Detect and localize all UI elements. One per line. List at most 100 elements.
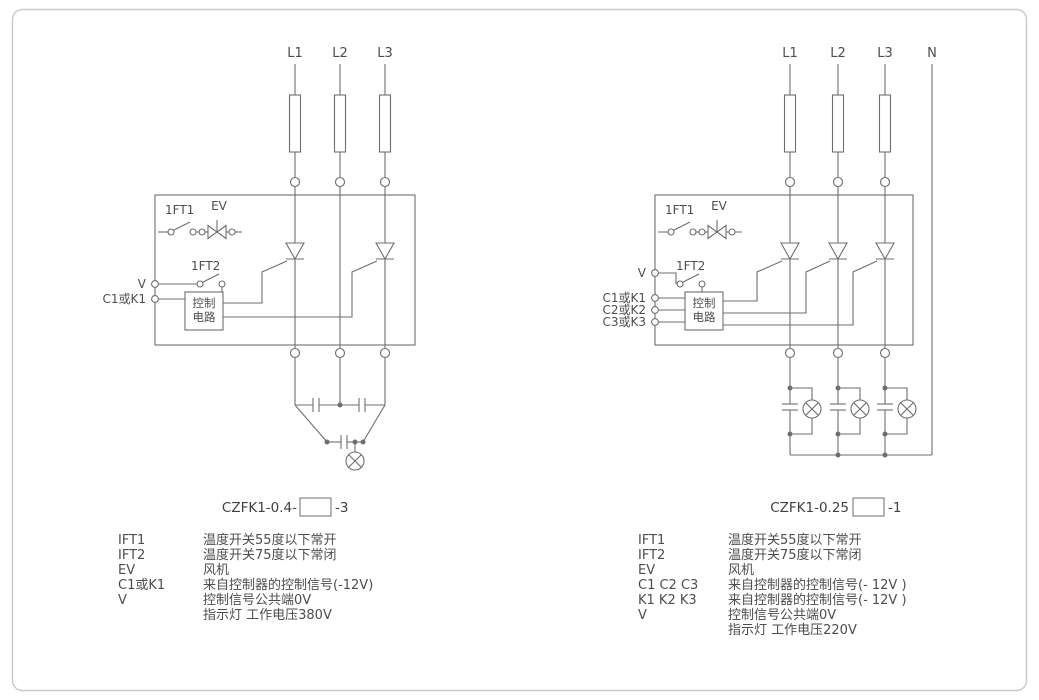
left-control-input: C1或K1 [102,292,185,306]
phase-label-l2: L2 [332,46,348,61]
lamp-icon [850,399,870,419]
legend-row: K1 K2 K3 来自控制器的控制信号(- 12V ) [638,592,907,608]
terminal-icon [289,176,301,188]
fuse-icon [831,94,845,153]
terminal-icon [379,347,391,359]
phase-label-l2: L2 [830,46,846,61]
model-prefix: CZFK1-0.25 [770,500,849,516]
fuse-icon [378,94,392,153]
phase-label-l1: L1 [287,46,303,61]
left-phase-line-l1 [288,64,302,349]
phase-label-l1: L1 [782,46,798,61]
legend-term: V [118,593,127,608]
terminal-icon [289,347,301,359]
legend-desc: 温度开关75度以下常闭 [728,547,862,563]
right-ft2-branch: 1FT2 V [638,259,706,292]
left-phase-line-l3 [378,64,392,349]
control-box-label-2: 电路 [193,310,216,324]
ft2-label: 1FT2 [191,259,220,273]
right-cap-lamp-branch-2 [829,357,870,455]
legend-row: 指示灯 工作电压220V [728,623,857,638]
terminal-icon [334,176,346,188]
left-phase-labels: L1 L2 L3 [287,46,393,61]
left-legend: IFT1 温度开关55度以下常开 IFT2 温度开关75度以下常闭 EV 风机 … [118,532,373,623]
right-gate-wires [723,260,878,326]
right-ft1-ev-branch: 1FT1 EV [658,199,742,240]
junction-dot [360,439,366,445]
legend-row: 指示灯 工作电压380V [203,608,332,623]
model-suffix: -1 [888,500,901,516]
left-schematic: L1 L2 L3 1FT1 [102,46,416,623]
legend-desc: 控制信号公共端0V [728,608,836,623]
fuse-icon [333,94,347,153]
input-terminal-icon [651,294,659,302]
phase-label-n: N [927,46,937,61]
control-box-label-1: 控制 [693,296,716,310]
legend-row: V 控制信号公共端0V [638,608,836,623]
model-blank-box [852,497,885,517]
phase-label-l3: L3 [877,46,893,61]
legend-row: IFT1 温度开关55度以下常开 [118,532,337,548]
left-phase-line-l2 [333,64,347,349]
junction-dot [882,452,888,458]
left-control-circuit-box: 控制 电路 [184,291,224,331]
ev-label: EV [711,199,728,213]
fuse-icon [783,94,797,153]
terminal-icon [832,347,844,359]
right-phase-labels: L1 L2 L3 N [782,46,937,61]
left-indicator-lamp [345,442,365,471]
right-phase-line-l2 [831,64,845,349]
legend-row: IFT2 温度开关75度以下常闭 [118,547,337,563]
terminal-icon [334,347,346,359]
legend-desc: 温度开关55度以下常开 [203,532,337,548]
left-model-label: CZFK1-0.4- -3 [222,497,348,517]
fuse-icon [878,94,892,153]
legend-desc: 指示灯 工作电压220V [728,623,857,638]
legend-term: IFT1 [638,533,665,548]
v-input-label: V [638,266,647,280]
terminal-icon [879,347,891,359]
input-terminal-icon [151,280,159,288]
right-control-circuit-box: 控制 电路 [684,291,724,331]
legend-row: C1或K1 来自控制器的控制信号(-12V) [118,577,373,593]
terminal-icon [832,176,844,188]
input-terminal-icon [651,306,659,314]
input-terminal-icon [651,318,659,326]
lamp-icon [802,399,822,419]
c1-input-label: C1或K1 [602,291,646,305]
legend-term: EV [118,563,135,578]
c3-input-label: C3或K3 [602,315,646,329]
legend-term: IFT2 [118,548,145,563]
module-box [154,194,416,346]
junction-dot [835,452,841,458]
right-phase-line-l3 [878,64,892,349]
page-frame [11,8,1028,692]
terminal-icon [379,176,391,188]
legend-desc: 温度开关55度以下常开 [728,532,862,548]
terminal-icon [784,176,796,188]
right-neutral-bus [790,452,932,458]
ft2-label: 1FT2 [676,259,705,273]
input-terminal-icon [651,269,659,277]
fuse-icon [288,94,302,153]
left-gate-wires [223,260,378,318]
legend-term: C1或K1 [118,578,165,593]
right-schematic: L1 L2 L3 N [602,46,936,638]
legend-desc: 控制信号公共端0V [203,593,311,608]
legend-desc: 风机 [203,563,229,578]
legend-term: K1 K2 K3 [638,593,697,608]
model-blank-box [299,497,332,517]
legend-desc: 来自控制器的控制信号(-12V) [203,577,373,593]
legend-desc: 来自控制器的控制信号(- 12V ) [728,577,907,593]
input-terminal-icon [151,295,159,303]
model-suffix: -3 [335,500,348,516]
right-legend: IFT1 温度开关55度以下常开 IFT2 温度开关75度以下常闭 EV 风机 … [638,532,907,638]
legend-desc: 风机 [728,563,754,578]
ft1-label: 1FT1 [165,203,194,217]
legend-term: EV [638,563,655,578]
control-box-label-2: 电路 [693,310,716,324]
legend-row: EV 风机 [638,563,754,578]
legend-row: C1 C2 C3 来自控制器的控制信号(- 12V ) [638,577,907,593]
phase-label-l3: L3 [377,46,393,61]
